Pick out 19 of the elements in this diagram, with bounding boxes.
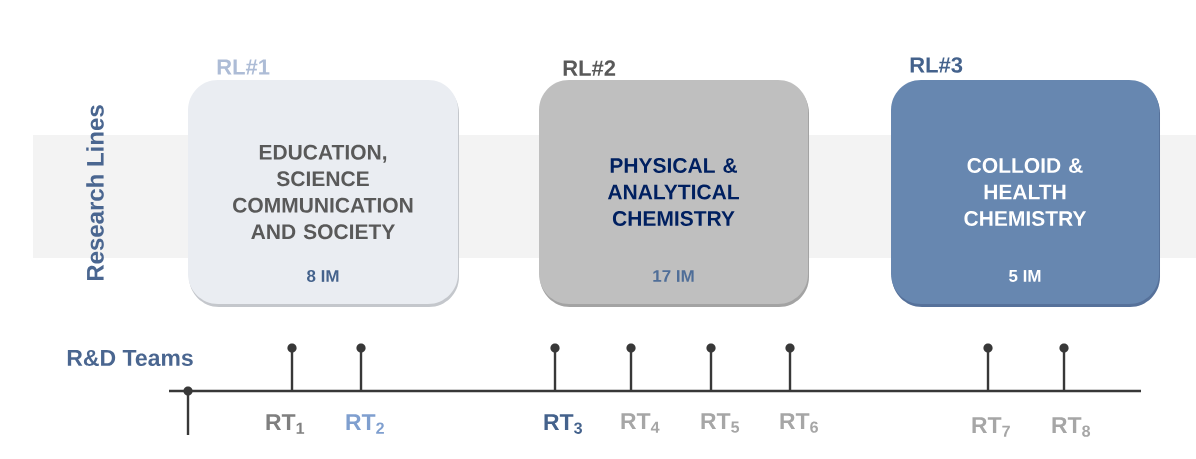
team-label: RT$_{6}$ [780,413,818,433]
box-title: COLLOID & HEALTH CHEMISTRY [964,158,1087,226]
team-label: RT$_{2}$ [346,414,384,434]
box-heading: RL#1 [217,59,270,75]
team-label: RT$_{7}$ [972,417,1010,437]
team-label: RT$_{4}$ [621,413,660,433]
box-title: EDUCATION, SCIENCE COMMUNICATION AND SOCIETY [233,144,413,240]
count-label: 5 IM [1009,270,1041,282]
box-heading: RL#3 [910,57,963,73]
team-label: RT$_{1}$ [266,414,305,434]
team-label: RT$_{3}$ [544,414,582,434]
row-label: Research Lines [86,105,104,281]
count-label: 8 IM [307,270,339,282]
team-label: RT$_{5}$ [701,413,740,433]
count-label: 17 IM [653,270,694,282]
row-label: R&D Teams [67,349,193,367]
team-label: RT$_{8}$ [1052,417,1091,437]
box-title: PHYSICAL & ANALYTICAL CHEMISTRY [607,158,739,226]
box-heading: RL#2 [563,60,616,76]
